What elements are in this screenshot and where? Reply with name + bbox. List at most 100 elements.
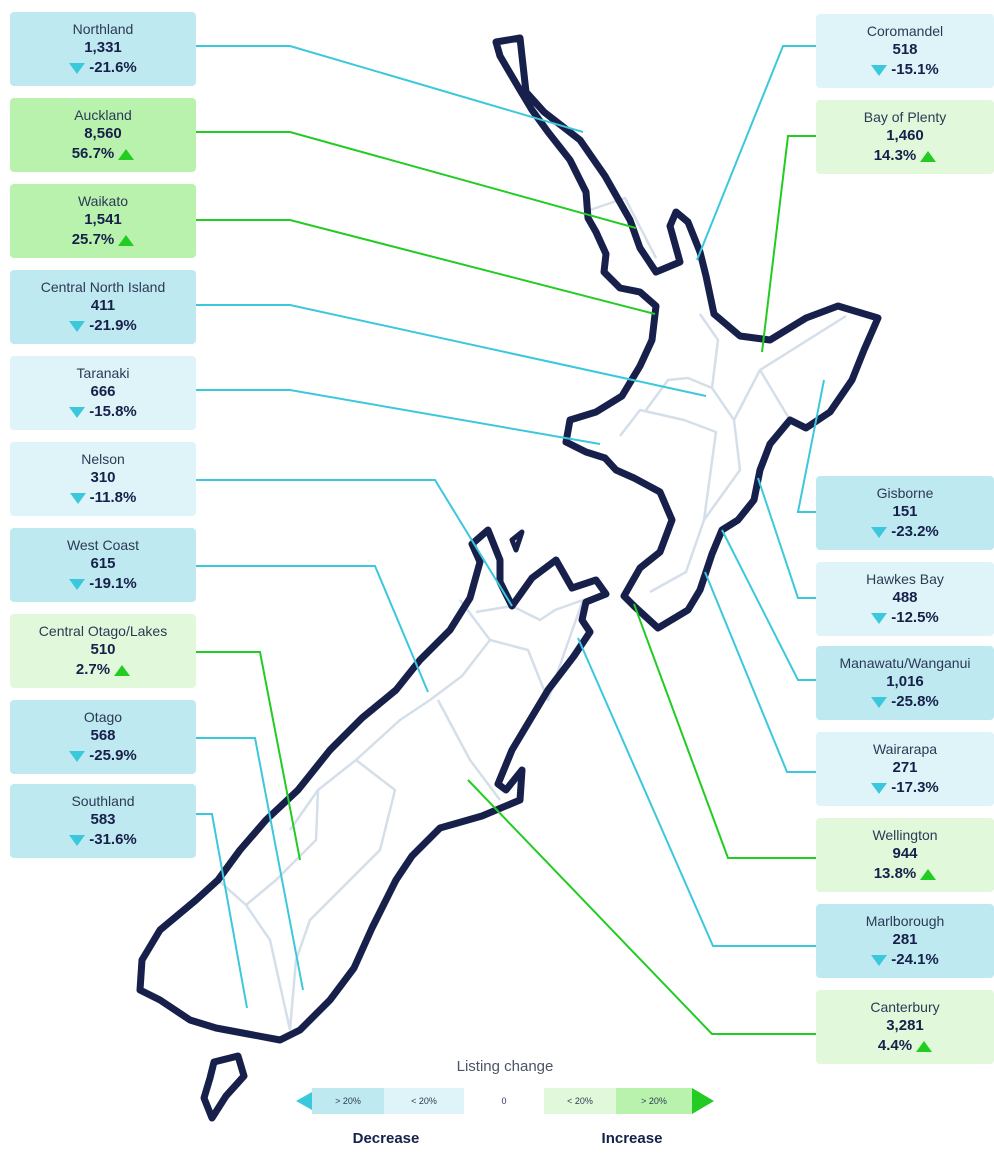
region-count: 151 [892,503,918,520]
down-triangle-icon [69,406,86,418]
legend-seg-dec-strong: > 20% [312,1088,384,1114]
region-name: Otago [83,709,123,725]
region-box-manawatu-wanganui: Manawatu/Wanganui 1,016 -25.8% [816,646,994,720]
leader-line-otago [195,737,304,991]
region-name: Manawatu/Wanganui [839,655,971,671]
coastline [136,34,882,1122]
region-change: 14.3% [873,147,917,164]
region-box-nelson: Nelson 310 -11.8% [10,442,196,516]
down-triangle-icon [69,320,86,332]
region-name: Northland [72,21,134,37]
region-name: Gisborne [876,485,934,501]
leader-line-manawatu-wanganui [721,529,816,681]
region-name: Wairarapa [872,741,938,757]
region-change: -31.6% [89,831,137,848]
region-count: 488 [892,589,918,606]
region-change: -17.3% [891,779,939,796]
region-name: Waikato [77,193,129,209]
region-change: -12.5% [891,609,939,626]
legend-decrease-label: Decrease [352,1130,420,1147]
region-change: -21.6% [89,59,137,76]
region-count: 583 [90,811,116,828]
region-count: 1,460 [886,127,924,144]
region-count: 944 [892,845,918,862]
region-name: Bay of Plenty [863,109,947,125]
region-count: 1,541 [84,211,122,228]
south-island-outline [136,526,610,1044]
region-change: -25.8% [891,693,939,710]
region-count: 281 [892,931,918,948]
region-change: 56.7% [71,145,115,162]
region-count: 310 [90,469,116,486]
down-triangle-icon [69,492,86,504]
leader-line-waikato [195,219,656,315]
region-name: Wellington [872,827,938,843]
region-count: 1,016 [886,673,924,690]
down-triangle-icon [871,782,888,794]
region-name: West Coast [66,537,140,553]
leader-line-nelson [195,479,513,607]
region-box-bay-of-plenty: Bay of Plenty 1,460 14.3% [816,100,994,174]
region-name: Canterbury [870,999,940,1015]
down-triangle-icon [69,578,86,590]
leader-line-auckland [195,131,637,229]
region-count: 8,560 [84,125,122,142]
down-triangle-icon [871,526,888,538]
up-triangle-icon [118,148,135,160]
leader-line-wellington [633,603,816,859]
up-triangle-icon [916,1040,933,1052]
region-change: -11.8% [89,489,137,506]
region-name: Taranaki [76,365,130,381]
leader-line-coromandel [696,45,816,261]
leader-line-marlborough [577,637,816,947]
region-box-wairarapa: Wairarapa 271 -17.3% [816,732,994,806]
region-count: 510 [90,641,116,658]
region-name: Southland [71,793,135,809]
region-count: 666 [90,383,116,400]
region-change: -23.2% [891,523,939,540]
legend-seg-inc-light: < 20% [544,1088,616,1114]
region-change: 25.7% [71,231,115,248]
region-count: 1,331 [84,39,122,56]
leader-line-central-north-island [195,304,707,397]
leader-line-bay-of-plenty [761,135,816,353]
region-change: -24.1% [891,951,939,968]
region-box-taranaki: Taranaki 666 -15.8% [10,356,196,430]
leader-lines [195,45,825,1035]
region-box-otago: Otago 568 -25.9% [10,700,196,774]
legend-title: Listing change [456,1058,554,1075]
region-count: 271 [892,759,918,776]
region-box-gisborne: Gisborne 151 -23.2% [816,476,994,550]
leader-line-hawkes-bay [757,477,816,599]
region-name: Central North Island [40,279,166,295]
up-triangle-icon [920,150,937,162]
up-triangle-icon [114,664,131,676]
region-count: 568 [90,727,116,744]
d-urville-island-outline [509,529,525,553]
region-name: Marlborough [865,913,945,929]
leader-line-northland [195,45,584,133]
down-triangle-icon [69,750,86,762]
down-triangle-icon [871,696,888,708]
region-change: 2.7% [75,661,111,678]
region-change: 13.8% [873,865,917,882]
region-change: -25.9% [89,747,137,764]
region-change: -19.1% [89,575,137,592]
up-triangle-icon [920,868,937,880]
region-change: -15.8% [89,403,137,420]
down-triangle-icon [69,62,86,74]
leader-line-gisborne [796,379,825,513]
region-count: 518 [892,41,918,58]
region-box-wellington: Wellington 944 13.8% [816,818,994,892]
leader-line-wairarapa [704,571,816,773]
leader-line-canterbury [467,779,816,1035]
region-change: -21.9% [89,317,137,334]
region-box-marlborough: Marlborough 281 -24.1% [816,904,994,978]
down-triangle-icon [871,64,888,76]
region-name: Nelson [81,451,125,467]
